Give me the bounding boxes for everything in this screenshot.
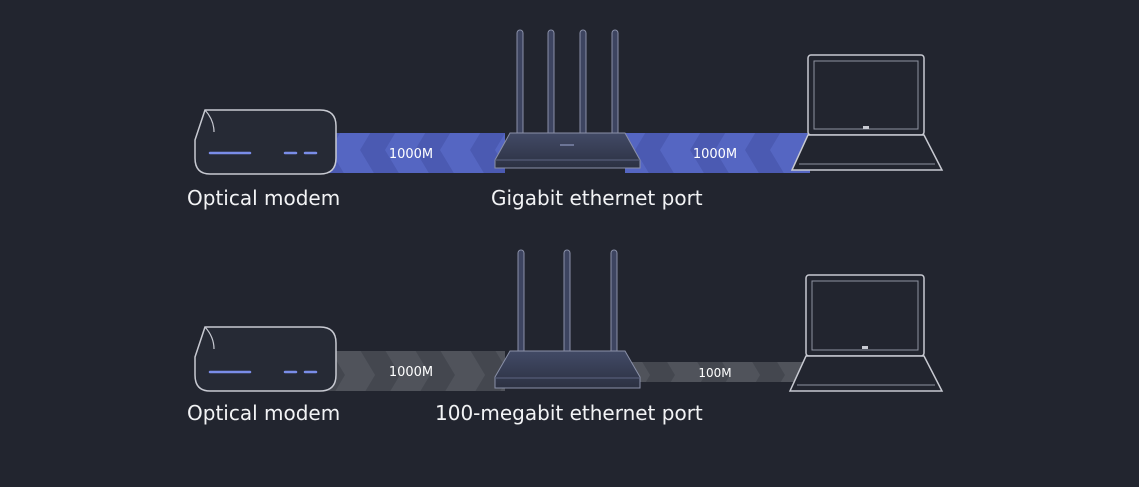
router-label: 100-megabit ethernet port	[435, 401, 703, 425]
row-gigabit: 1000M 1000M	[194, 29, 944, 175]
router-100megabit-icon	[494, 249, 641, 389]
modem-label: Optical modem	[187, 401, 341, 425]
link-in-speed-label: 1000M	[389, 365, 433, 380]
optical-modem-icon	[194, 326, 337, 392]
router-gigabit-icon	[494, 29, 641, 169]
laptop-icon	[788, 274, 944, 392]
link-in-speed-label: 1000M	[389, 147, 433, 162]
link-router-laptop	[625, 362, 810, 382]
link-router-laptop	[625, 133, 810, 173]
link-modem-router	[325, 133, 505, 173]
row-100megabit: 1000M 100M	[194, 249, 944, 392]
modem-label: Optical modem	[187, 186, 341, 210]
link-out-speed-label: 1000M	[693, 147, 737, 162]
link-modem-router	[325, 351, 505, 391]
link-out-speed-label: 100M	[698, 366, 731, 380]
router-label: Gigabit ethernet port	[491, 186, 703, 210]
optical-modem-icon	[194, 109, 337, 175]
laptop-icon	[790, 54, 944, 171]
